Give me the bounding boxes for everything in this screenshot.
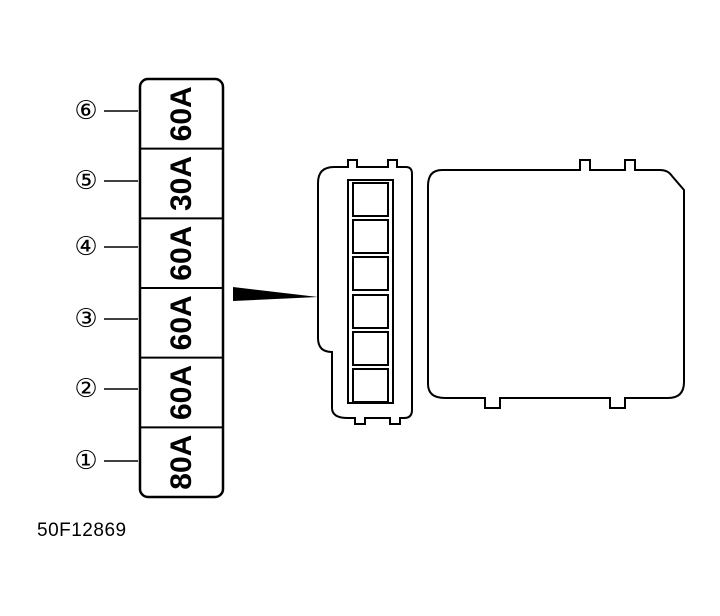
pointer-arrow	[233, 287, 318, 301]
fuse-rating-label: 60A	[165, 365, 198, 420]
fuse-block-cover	[427, 159, 685, 409]
callout-number: ①	[74, 446, 97, 476]
fuse-rating-label: 60A	[165, 295, 198, 350]
fuse-rating-label: 60A	[165, 226, 198, 281]
fuse-rating-label: 30A	[165, 156, 198, 211]
callout-group: ⑥ ⑤ ④ ③ ② ①	[74, 96, 138, 476]
callout-number: ④	[74, 232, 97, 262]
callout-number: ②	[74, 374, 97, 404]
figure-code: 50F12869	[37, 520, 127, 541]
fuse-block-housing	[317, 159, 413, 425]
fuse-rating-label: 60A	[165, 86, 198, 141]
callout-number: ⑤	[74, 166, 97, 196]
callout-number: ⑥	[74, 96, 97, 126]
callout-number: ③	[74, 304, 97, 334]
fuse-strip: 60A 30A 60A 60A 60A 80A	[138, 77, 225, 499]
fuse-rating-label: 80A	[165, 435, 198, 490]
